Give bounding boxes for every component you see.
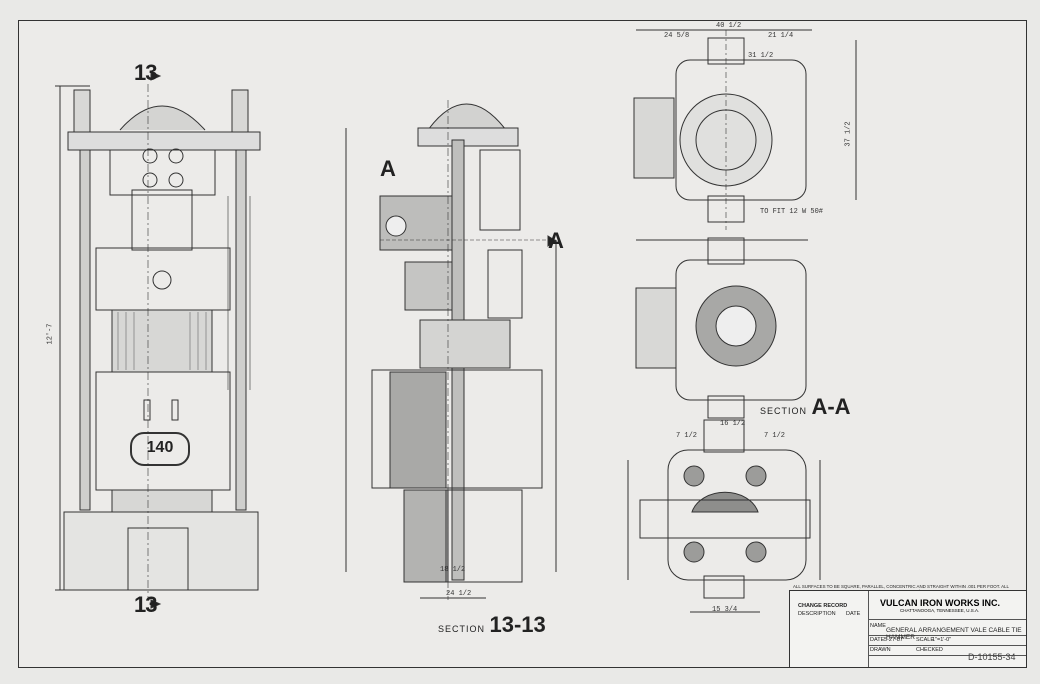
- date-col-label: DATE: [846, 611, 861, 617]
- date-label: DATE: [870, 637, 885, 643]
- drawing-name: GENERAL ARRANGEMENT VALE CABLE TIE HAMME…: [886, 627, 1022, 641]
- change-record-label: CHANGE RECORD: [798, 603, 848, 609]
- company-name: VULCAN IRON WORKS INC.: [880, 598, 1000, 608]
- drawing-number: D-10155-34: [968, 652, 1016, 662]
- dim-right-height: 37 1/2: [844, 121, 853, 147]
- dim-bottom-plan: 15 3/4: [712, 606, 738, 614]
- dim-overall-width: 40 1/2: [716, 22, 742, 30]
- section-marker-top: 13: [134, 60, 158, 85]
- cut-label-left: A: [380, 156, 396, 181]
- section-aa-view: [635, 237, 808, 419]
- scale-value: 1"=1'-0": [932, 637, 952, 643]
- dim-inner-width: 31 1/2: [748, 52, 774, 60]
- dim-bottom-inner: 18 1/2: [440, 566, 466, 574]
- dim-left-half-width: 24 5/8: [664, 32, 690, 40]
- section-bb-view: [345, 100, 557, 600]
- section-arrow-top: [150, 71, 162, 81]
- drawn-label: DRAWN: [870, 647, 891, 653]
- nameplate-140: 140: [130, 432, 190, 466]
- checked-label: CHECKED: [916, 647, 943, 653]
- section-marker-bottom: 13: [134, 592, 158, 617]
- section-arrow-bottom: [150, 599, 162, 609]
- top-plan-view: [633, 29, 857, 230]
- cut-arrow-right: [547, 235, 557, 247]
- bottom-plan-view: [627, 419, 821, 613]
- company-location: CHATTANOOGA, TENNESSEE, U.S.A.: [900, 608, 980, 613]
- front-elevation-view: [55, 84, 261, 600]
- name-label: NAME: [870, 623, 886, 629]
- cut-label-right: A: [548, 228, 564, 253]
- dim-side-b: 7 1/2: [764, 432, 786, 440]
- dim-overall-height: 12'-7: [46, 323, 55, 345]
- dim-bottom-width: 24 1/2: [446, 590, 472, 598]
- dim-right-width: 21 1/4: [768, 32, 794, 40]
- section-aa-caption: SECTION A-A: [760, 394, 851, 419]
- description-label: DESCRIPTION: [798, 611, 836, 617]
- fit-note: TO FIT 12 W 50#: [760, 208, 824, 216]
- dim-lower-mid: 16 1/2: [720, 420, 746, 428]
- date-value: 5-27-87: [884, 637, 903, 643]
- dim-side-a: 7 1/2: [676, 432, 698, 440]
- title-block: CHANGE RECORD DESCRIPTION DATE NAME GENE…: [789, 590, 1027, 668]
- section-bb-caption: SECTION 13-13: [438, 612, 546, 637]
- scale-label: SCALE: [916, 637, 935, 643]
